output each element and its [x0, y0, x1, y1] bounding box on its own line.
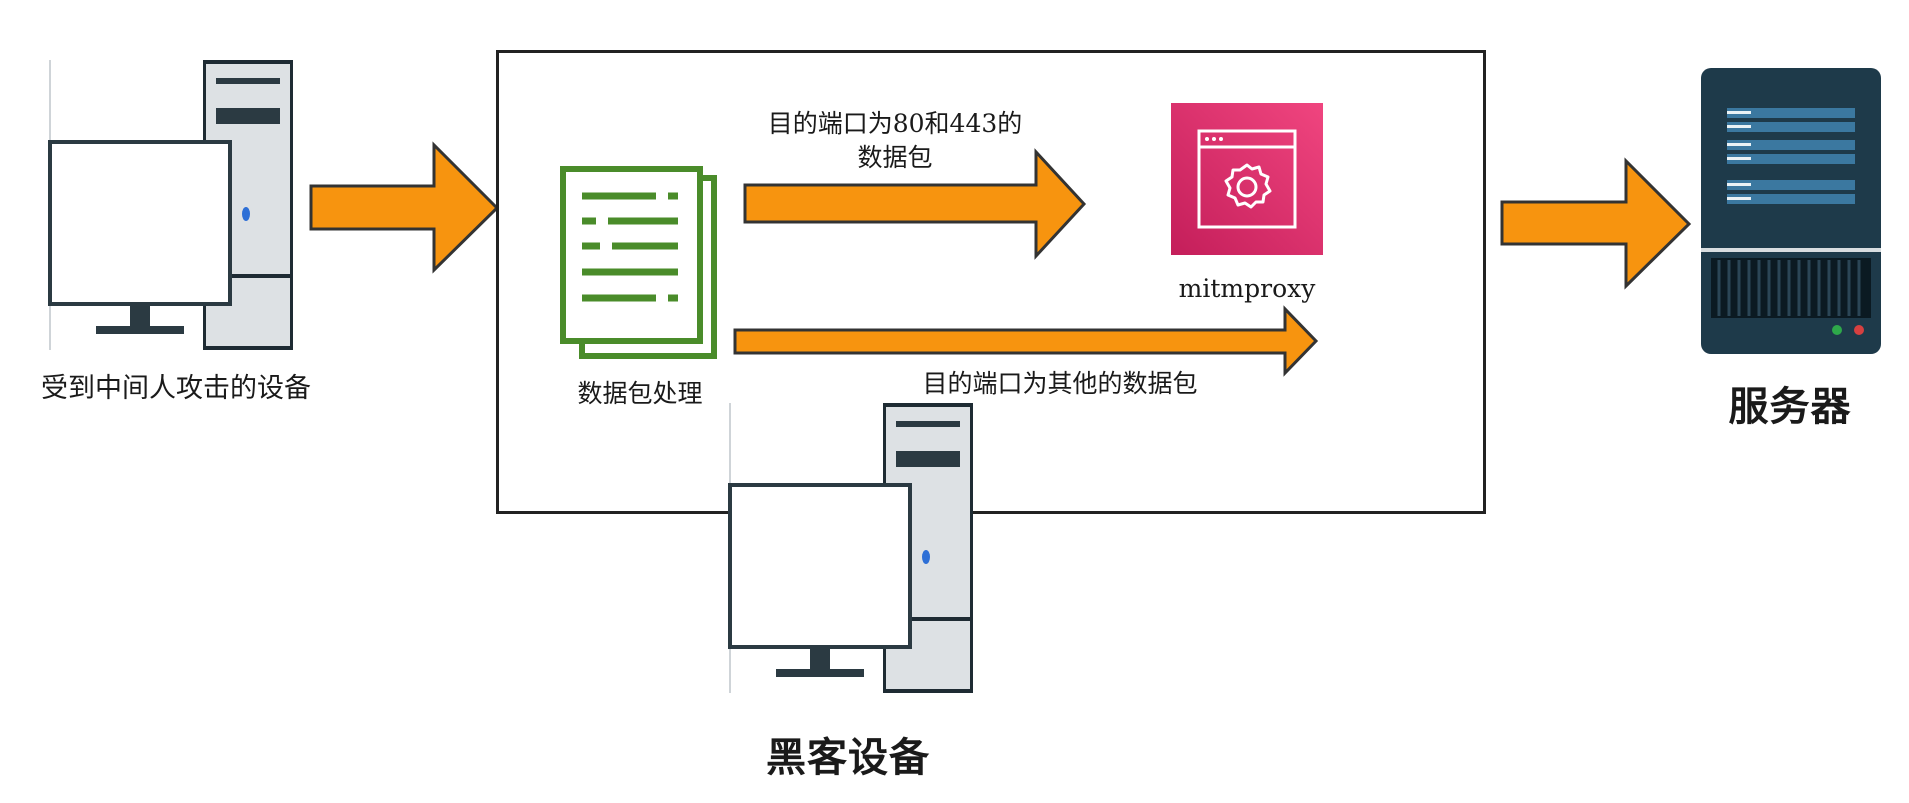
hacker-label: 黑客设备 [766, 734, 930, 781]
route-web-label-line1: 目的端口为80和443的 [767, 109, 1023, 138]
mitmproxy-label: mitmproxy [1178, 274, 1316, 303]
packet-processing-label: 数据包处理 [577, 379, 703, 408]
document-list-icon [560, 166, 717, 359]
route-web-label-line2: 数据包 [857, 143, 933, 172]
hacker-computer-icon [728, 403, 973, 693]
server-rack-icon [1701, 68, 1881, 354]
mitm-attack-box [496, 50, 1486, 514]
server-label: 服务器 [1728, 383, 1852, 430]
route-other-label: 目的端口为其他的数据包 [922, 369, 1198, 398]
victim-label: 受到中间人攻击的设备 [41, 373, 311, 404]
victim-computer-icon [48, 60, 293, 350]
gear-window-icon [1171, 103, 1323, 255]
